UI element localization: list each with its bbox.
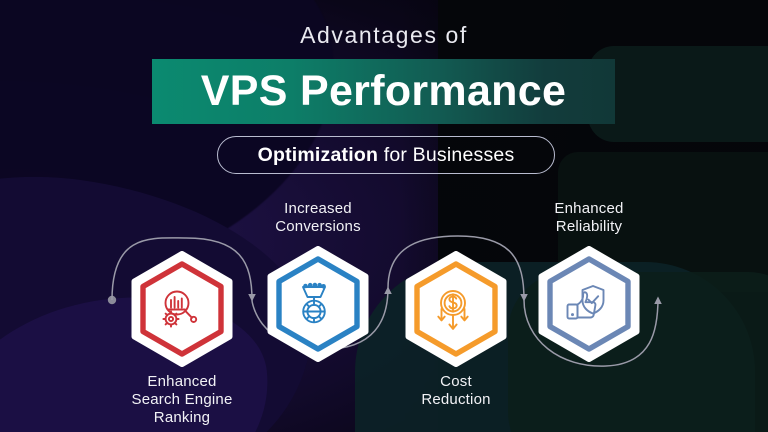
node-enhanced-reliability[interactable]: [537, 246, 641, 362]
dollar-coin-down-arrows-icon: [437, 290, 469, 330]
connector-arc-5: [457, 235, 528, 302]
hexagon-increased-conversions[interactable]: [266, 246, 370, 362]
hexagon-shape: [405, 251, 507, 367]
node-label-line: Ranking: [153, 409, 211, 426]
node-increased-conversions[interactable]: [266, 246, 370, 362]
award-medal-gear-icon: [302, 282, 326, 324]
hexagon-shape: [131, 251, 233, 367]
subtitle-bold: Optimization: [257, 143, 379, 166]
kicker-text: Advantages of: [300, 22, 468, 48]
connector-arc-4: [387, 235, 459, 289]
subtitle-rest: for Businesses: [378, 143, 515, 166]
connector-arc-0: [111, 237, 187, 301]
connector-arc-1: [185, 237, 256, 302]
hexagon-enhanced-reliability[interactable]: [537, 246, 641, 362]
background-teal-shape-1: [588, 46, 768, 142]
magnifier-bar-chart-gear-icon: [162, 290, 198, 328]
node-label-line: Increased: [284, 200, 352, 217]
page-title: VPS Performance: [200, 67, 567, 115]
title-banner: VPS Performance: [152, 59, 615, 124]
node-cost-reduction[interactable]: [404, 251, 508, 367]
subtitle-pill: Optimization for Businesses: [217, 136, 555, 174]
node-label-line: Conversions: [275, 218, 361, 235]
node-label-line: Cost: [440, 373, 472, 390]
node-label-line: Reliability: [555, 218, 623, 235]
hexagon-cost-reduction[interactable]: [404, 251, 508, 367]
hexagon-enhanced-search-engine-ranking[interactable]: [130, 251, 234, 367]
node-label-line: Enhanced: [147, 373, 217, 390]
node-enhanced-search-engine-ranking[interactable]: [130, 251, 234, 367]
subtitle-text: Optimization for Businesses: [258, 144, 515, 167]
node-label-line: Search Engine: [131, 391, 233, 408]
thumbs-up-shield-check-icon: [566, 285, 605, 320]
hexagon-shape: [267, 246, 369, 362]
node-label-line: Enhanced: [554, 200, 624, 217]
connector-arc-6: [523, 299, 607, 367]
node-label-line: Reduction: [421, 391, 491, 408]
connector-arc-7: [605, 296, 662, 367]
hexagon-shape: [538, 246, 640, 362]
